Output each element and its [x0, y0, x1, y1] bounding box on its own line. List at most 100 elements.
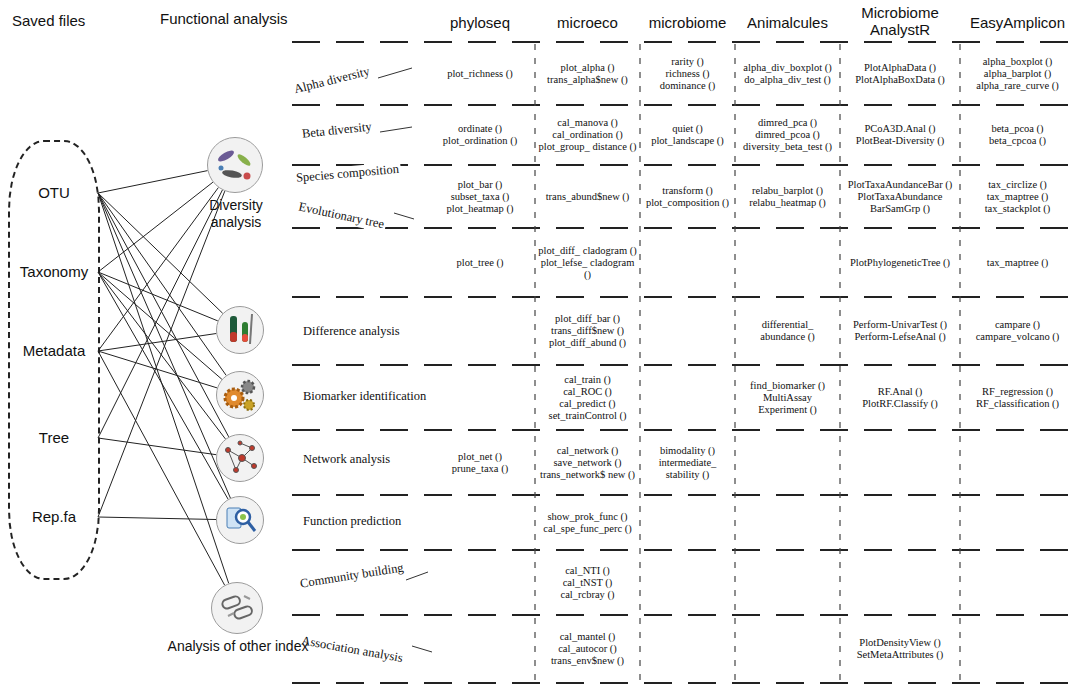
connector-line — [98, 272, 218, 321]
label-holder: microeco — [535, 14, 640, 31]
table-cell: PlotTaxaAundanceBar ()PlotTaxaAbundance … — [843, 168, 957, 225]
column-header: Animalcules — [735, 14, 840, 31]
function-name: trans_abund$new () — [546, 191, 630, 203]
function-name: dimred_pca () — [758, 117, 817, 129]
connector-line — [98, 182, 213, 272]
network-icon — [226, 441, 257, 473]
label-holder: Association analysis — [298, 630, 406, 666]
label-holder: Alpha diversity — [290, 61, 373, 98]
function-name: diversity_beta_test () — [743, 141, 832, 153]
slanted-label: Species composition — [293, 162, 401, 186]
function-name: dimred_pcoa () — [755, 129, 819, 141]
label-holder: Evolutionary tree — [295, 196, 388, 233]
function-name: cal_tNST () — [563, 577, 613, 589]
function-name: subset_taxa () — [451, 191, 510, 203]
icon-circle: Diversity analysis — [207, 137, 263, 193]
file-item: OTU — [10, 184, 98, 202]
file-bracket: Saved filesOTUTaxonomyMetadataTreeRep.fa — [8, 140, 100, 580]
function-name: save_network () — [554, 457, 622, 469]
label-holder: Microbiome AnalystR — [840, 4, 960, 39]
function-name: plot_diff_bar () — [555, 313, 620, 325]
function-name: campare_volcano () — [976, 331, 1060, 343]
function-name: show_prok_func () — [547, 511, 627, 523]
caption-holder: Network analysis — [301, 452, 392, 467]
table-cell: cal_train ()cal_ROC ()cal_predict ()set_… — [538, 368, 637, 427]
connector-line — [98, 188, 218, 352]
table-cell: cal_manova ()cal_ordination ()plot_group… — [538, 108, 637, 162]
function-name: tax_stackplot () — [985, 203, 1051, 215]
table-cell: plot_diff_ cladogram ()plot_lefse_ clado… — [538, 231, 637, 294]
bacteria-icon — [216, 148, 252, 179]
function-name: plot_diff_abund () — [549, 337, 626, 349]
file-item: Metadata — [10, 342, 98, 360]
function-name: plot_richness () — [447, 68, 513, 80]
function-name: Perform-UnivarTest () — [853, 319, 947, 331]
connector-line — [98, 334, 216, 352]
slanted-label: Community building — [297, 560, 407, 592]
function-name: bimodality () — [660, 445, 715, 457]
file-name: Taxonomy — [20, 263, 88, 280]
function-name: plot_ordination () — [443, 135, 517, 147]
function-name: cal_autocor () — [558, 643, 617, 655]
icon-circle: Difference analysis — [216, 306, 264, 354]
function-name: PlotBeat-Diversity () — [856, 135, 944, 147]
function-name: cal_NTI () — [565, 565, 610, 577]
heading-holder: Saved files — [12, 12, 85, 29]
function-name: PlotDensityView () — [859, 637, 940, 649]
table-cell: plot_alpha ()trans_alpha$new () — [538, 45, 637, 102]
table-cell: Perform-UnivarTest ()Perform-LefseAnal (… — [843, 300, 957, 362]
icon-circle: Analysis of other index — [211, 582, 263, 634]
icon-caption: Diversity analysis — [198, 197, 274, 231]
function-name: richness () — [665, 68, 709, 80]
table-cell: plot_bar ()subset_taxa ()plot_heatmap () — [428, 168, 532, 225]
function-name: plot_composition () — [646, 197, 729, 209]
function-name: alpha_rare_curve () — [976, 80, 1059, 92]
column-header: Microbiome AnalystR — [840, 4, 960, 39]
connector-line — [98, 438, 216, 455]
table-cell: dimred_pca ()dimred_pcoa ()diversity_bet… — [738, 108, 837, 162]
file-item: Taxonomy — [10, 263, 98, 281]
table-cell: plot_tree () — [428, 231, 532, 294]
function-name: RF_regression () — [982, 386, 1053, 398]
function-name: transform () — [662, 185, 712, 197]
function-name: cal_manova () — [557, 117, 617, 129]
table-cell: quiet ()plot_landscape () — [643, 108, 732, 162]
function-name: cal_ROC () — [563, 386, 612, 398]
caption-holder: Biomarker identification — [301, 389, 428, 404]
table-cell: bimodality ()intermediate_ stability () — [643, 433, 732, 492]
function-name: relabu_barplot () — [752, 185, 823, 197]
function-name: dominance () — [660, 80, 716, 92]
function-name: plot_tree () — [457, 257, 504, 269]
function-name: find_biomarker () — [750, 380, 825, 392]
function-name: trans_env$new () — [551, 655, 624, 667]
gear-icon — [225, 381, 254, 410]
function-name: tax_maptree () — [987, 191, 1049, 203]
caption-holder: Diversity analysis — [198, 197, 274, 231]
function-name: differential_ abundance () — [738, 319, 837, 343]
function-name: cal_predict () — [559, 398, 615, 410]
function-name: cal_ordination () — [552, 129, 622, 141]
slanted-label: Association analysis — [298, 633, 405, 666]
label-holder: Species composition — [293, 159, 401, 186]
table-cell: cal_mantel ()cal_autocor ()trans_env$new… — [538, 618, 637, 680]
table-cell: ordinate ()plot_ordination () — [428, 108, 532, 162]
slanted-label: Evolutionary tree — [295, 199, 387, 233]
function-name: alpha_boxplot () — [983, 56, 1053, 68]
connector-line — [98, 272, 228, 499]
function-name: cal_rcbray () — [561, 589, 615, 601]
function-name: do_alpha_div_test () — [744, 74, 831, 86]
column-dividers — [535, 44, 960, 681]
function-name: PlotTaxaAbundance BarSamGrp () — [843, 191, 957, 215]
function-name: trans_alpha$new () — [547, 74, 628, 86]
caption-holder: Analysis of other index — [168, 638, 309, 655]
icon-circle: Biomarker identification — [216, 371, 264, 419]
function-name: intermediate_ stability () — [643, 457, 732, 481]
caption-holder: Function prediction — [301, 514, 403, 529]
function-name: campare () — [995, 319, 1040, 331]
table-cell: plot_net ()prune_taxa () — [428, 433, 532, 492]
table-cell: PCoA3D.Anal ()PlotBeat-Diversity () — [843, 108, 957, 162]
connector-line — [98, 190, 222, 438]
function-name: PlotAlphaData () — [864, 62, 936, 74]
row-heading: Biomarker identification — [301, 389, 428, 404]
function-name: plot_heatmap () — [447, 203, 514, 215]
